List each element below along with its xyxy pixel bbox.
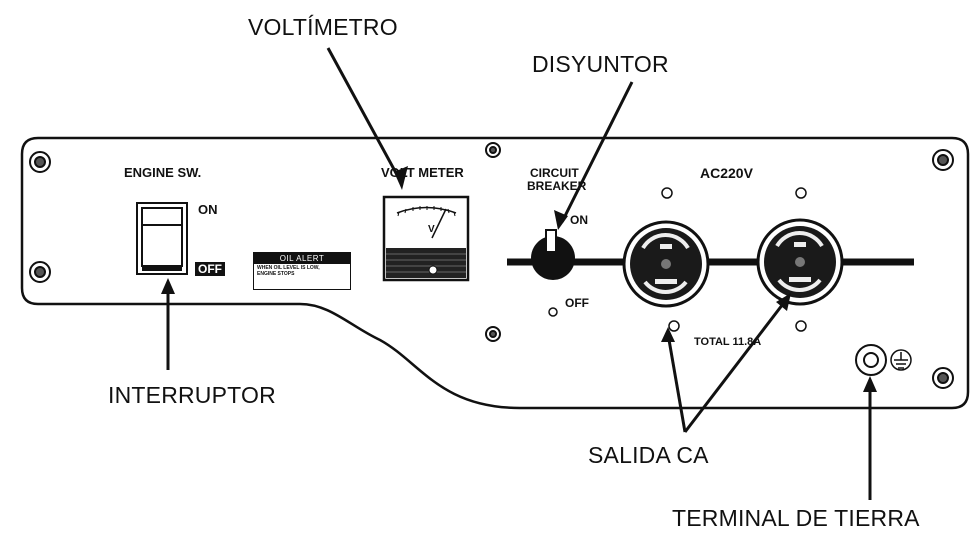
- circuit-breaker-label-1: CIRCUIT: [530, 166, 579, 180]
- screw-top-right: [932, 149, 954, 171]
- oil-alert-text-2: ENGINE STOPS: [257, 271, 295, 277]
- breaker-on-label: ON: [570, 213, 588, 227]
- oil-alert-title: OIL ALERT: [254, 253, 350, 264]
- arrow-disyuntor: [560, 81, 634, 223]
- screw-bottom-right: [932, 367, 954, 389]
- ac-voltage-label: AC220V: [700, 165, 753, 181]
- arrow-salida-left: [666, 333, 687, 433]
- callout-salida-ca: SALIDA CA: [588, 442, 709, 468]
- panel-outline: [20, 136, 970, 410]
- breaker-knob: [531, 236, 575, 280]
- total-current-label: TOTAL 11.8A: [694, 336, 762, 348]
- arrow-salida-right: [683, 299, 788, 433]
- engine-on-label: ON: [198, 202, 218, 217]
- callout-arrows: [166, 47, 872, 500]
- oil-alert-plate: OIL ALERT WHEN OIL LEVEL IS LOW, ENGINE …: [253, 252, 351, 290]
- volt-meter-label: VOLT METER: [381, 165, 464, 180]
- volt-meter-unit: V: [428, 224, 435, 235]
- screw-top-mid: [485, 142, 501, 158]
- callout-interruptor: INTERRUPTOR: [108, 382, 276, 408]
- engine-switch-rocker: [141, 207, 183, 267]
- arrow-voltimetro: [326, 47, 404, 185]
- ac-outlet-left: [622, 220, 710, 308]
- volt-meter-base: [386, 248, 466, 278]
- circuit-breaker-label-2: BREAKER: [527, 179, 587, 193]
- callout-terminal-tierra: TERMINAL DE TIERRA: [672, 505, 920, 531]
- ac-outlet-right: [756, 218, 844, 306]
- oil-alert-text-1: WHEN OIL LEVEL IS LOW,: [257, 265, 320, 271]
- ground-terminal: [855, 344, 912, 376]
- engine-off-label: OFF: [195, 262, 225, 276]
- screw-bottom-mid: [485, 326, 501, 342]
- screw-top-left: [29, 151, 51, 173]
- callout-voltimetro: VOLTÍMETRO: [248, 14, 398, 40]
- screw-bottom-left: [29, 261, 51, 283]
- callout-disyuntor: DISYUNTOR: [532, 51, 669, 77]
- breaker-off-label: OFF: [565, 296, 589, 310]
- engine-switch-label: ENGINE SW.: [124, 165, 202, 180]
